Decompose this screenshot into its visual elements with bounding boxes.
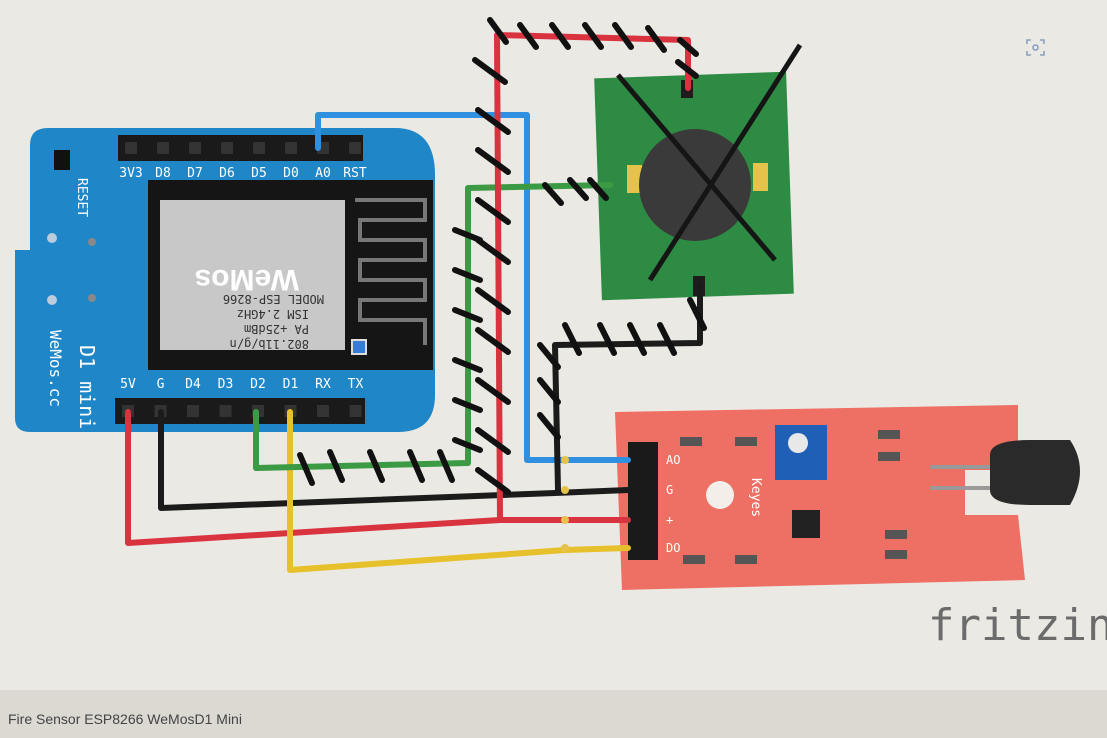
pin-hole — [349, 405, 362, 417]
top-pin-label: D0 — [283, 166, 299, 181]
flame-sensor-module: Keyes — [615, 405, 1080, 590]
connection-dots — [561, 456, 569, 552]
paper-shadow — [0, 690, 1107, 738]
bottom-pin-label: TX — [348, 377, 364, 392]
sensor-pin-label: G — [666, 483, 673, 497]
pin-hole — [125, 142, 137, 154]
top-pin-label: A0 — [315, 166, 331, 181]
sensor-pin-label: + — [666, 513, 673, 527]
pin-hole — [349, 142, 361, 154]
board-brand: WeMos.cc — [46, 330, 65, 407]
smd-part — [878, 452, 900, 461]
sensor-pin-label: DO — [666, 541, 680, 555]
reset-label: RESET — [74, 178, 89, 217]
cross-out-line — [647, 43, 803, 282]
buzzer-module — [594, 43, 803, 301]
bottom-pin-label: D3 — [218, 377, 234, 392]
bottom-pin-label: D1 — [283, 377, 299, 392]
pin-hole — [221, 142, 233, 154]
pin-hole — [219, 405, 232, 417]
mount-hole — [88, 294, 96, 302]
mount-hole — [47, 233, 57, 243]
led — [351, 339, 367, 355]
pin-hole — [253, 142, 265, 154]
wire-yellow-d1 — [287, 409, 631, 573]
pin-hole — [189, 142, 201, 154]
chip-wifi: 802.11b/g/n — [230, 337, 309, 351]
bottom-pin-label: G — [157, 377, 165, 392]
comparator-chip — [792, 510, 820, 538]
top-pin-label: D8 — [155, 166, 171, 181]
reset-button — [54, 150, 70, 170]
pin-hole — [157, 142, 169, 154]
sensor-header — [628, 442, 658, 560]
smd-part — [735, 437, 757, 446]
esp8266-shield — [160, 200, 345, 350]
chip-pa: PA +25dBm — [244, 322, 309, 336]
fritzing-watermark: fritzing — [928, 600, 1107, 651]
figure-caption: Fire Sensor ESP8266 WeMosD1 Mini — [8, 711, 242, 727]
flame-led — [990, 440, 1080, 505]
sensor-pin-label: AO — [666, 453, 680, 467]
expand-icon[interactable] — [1026, 39, 1045, 56]
bottom-pin-label: 5V — [120, 377, 136, 392]
chip-logo: WeMos — [195, 263, 299, 296]
smd-part — [878, 430, 900, 439]
potentiometer-knob — [788, 433, 808, 453]
cross-out-line — [616, 73, 777, 262]
bottom-pin-labels: 5V G D4 D3 D2 D1 RX TX — [120, 377, 363, 392]
top-pin-label: D5 — [251, 166, 267, 181]
smd-part — [885, 550, 907, 559]
antenna-trace — [355, 198, 427, 345]
top-pin-label: D6 — [219, 166, 235, 181]
chip-model: MODEL ESP-8266 — [223, 292, 324, 306]
pin-hole — [317, 405, 329, 417]
mount-hole — [88, 238, 96, 246]
smd-part — [735, 555, 757, 564]
top-pin-labels: 3V3 D8 D7 D6 D5 D0 A0 RST — [119, 166, 367, 181]
top-pin-label: D7 — [187, 166, 203, 181]
strike-marks — [297, 17, 707, 495]
smd-part — [680, 437, 702, 446]
sensor-board — [615, 405, 1025, 590]
sensor-mount-hole — [706, 481, 734, 509]
chip-ism: ISM 2.4GHz — [237, 307, 309, 321]
smd-part — [885, 530, 907, 539]
bottom-pin-label: D2 — [250, 377, 266, 392]
buzzer-pad — [753, 163, 768, 191]
pin-hole — [187, 405, 199, 417]
bottom-pin-label: D4 — [185, 377, 201, 392]
buzzer-body — [639, 129, 751, 241]
mount-hole — [47, 295, 57, 305]
wire-black-g — [158, 409, 631, 511]
smd-part — [683, 555, 705, 564]
pin-hole — [285, 142, 297, 154]
wire-green-d2 — [253, 182, 613, 471]
wire-blue-a0 — [315, 112, 631, 463]
bottom-pin-label: RX — [315, 377, 331, 392]
sensor-pin-labels: AO G + DO — [666, 453, 680, 555]
top-pin-label: 3V3 — [119, 166, 142, 181]
sensor-brand: Keyes — [748, 478, 763, 517]
board-name: D1 mini — [75, 345, 99, 429]
top-pin-label: RST — [343, 166, 367, 181]
buzzer-pad — [627, 165, 642, 193]
